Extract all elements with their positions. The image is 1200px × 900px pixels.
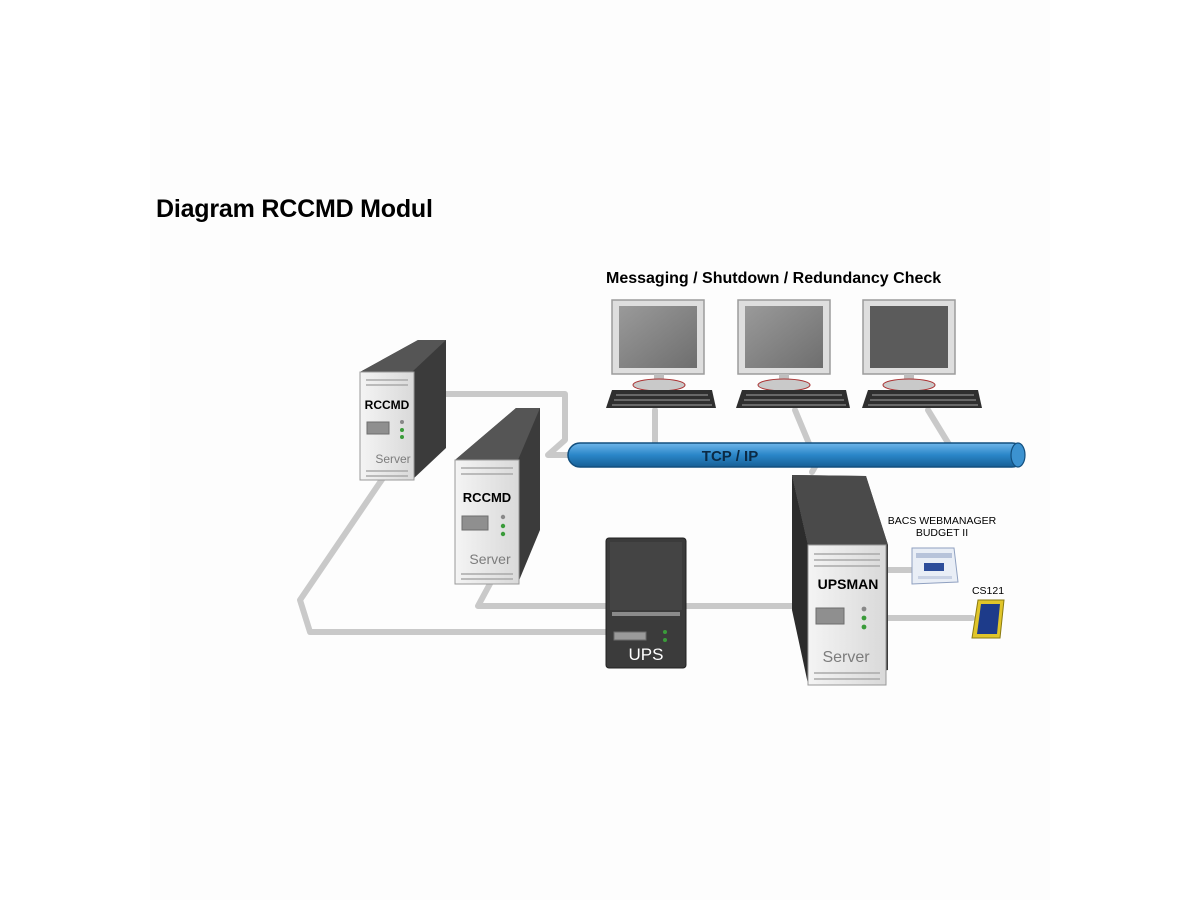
ups-unit: UPS [605, 537, 687, 669]
workstation-2 [736, 299, 850, 408]
screen-1 [619, 306, 697, 368]
bacs-webmanager: BACS WEBMANAGER BUDGET II [888, 515, 997, 585]
rccmd-server-2: RCCMD Server [454, 408, 540, 585]
screen-3 [870, 306, 948, 368]
drive-bay-3 [815, 607, 845, 625]
page-title: Diagram RCCMD Modul [156, 195, 433, 223]
rccmd-server-1: RCCMD Server [359, 340, 446, 481]
server-name-3: UPSMAN [818, 576, 879, 592]
cable-rccmd1-bus [437, 391, 578, 458]
drive-bay-1 [366, 421, 390, 435]
screen-2 [745, 306, 823, 368]
cable-rccmd1-ups [297, 475, 615, 635]
ups-label: UPS [629, 645, 664, 664]
server-type-1: Server [375, 452, 410, 466]
workstation-3 [862, 299, 982, 408]
webmanager-label-1: BACS WEBMANAGER [888, 515, 997, 527]
cs121-card: CS121 [971, 585, 1005, 639]
server-type-2: Server [469, 551, 511, 567]
server-type-3: Server [822, 649, 870, 666]
bus-label: TCP / IP [702, 448, 758, 465]
webmanager-label-2: BUDGET II [916, 527, 968, 539]
cs121-label: CS121 [972, 585, 1004, 597]
workstation-1 [606, 299, 716, 408]
cable-ws3-bus [925, 407, 953, 449]
server-name-2: RCCMD [463, 490, 511, 505]
cable-rccmd2-ups [475, 577, 615, 609]
upsman-server: UPSMAN Server [792, 475, 888, 686]
workstations-caption: Messaging / Shutdown / Redundancy Check [606, 270, 942, 287]
drive-bay-2 [461, 515, 489, 531]
tcpip-bus: TCP / IP [567, 442, 1026, 468]
server-name-1: RCCMD [365, 398, 410, 412]
cable-ws2-bus [792, 407, 813, 449]
